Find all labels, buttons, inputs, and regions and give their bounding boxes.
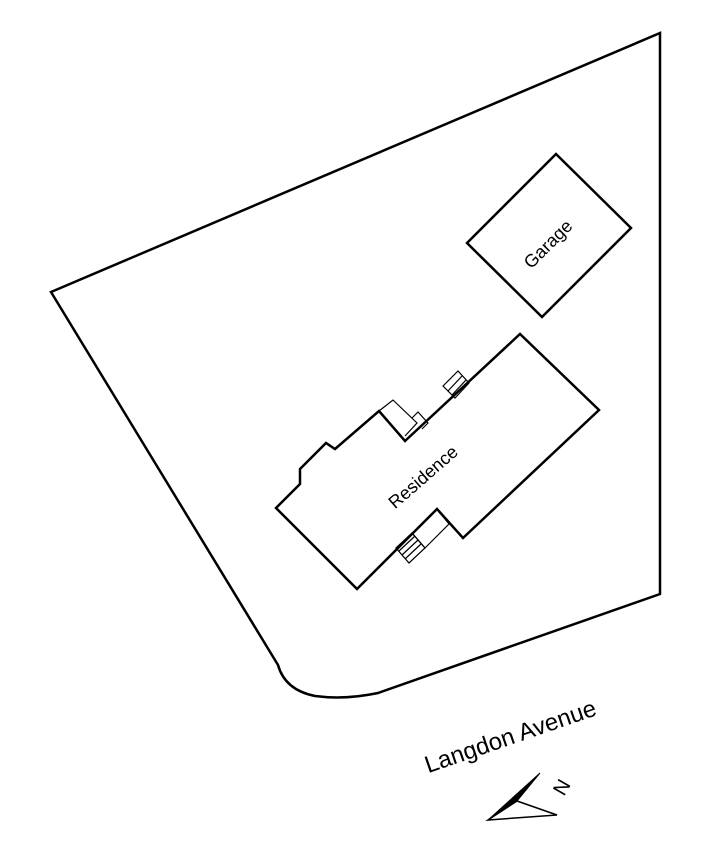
porch-outline <box>378 399 418 437</box>
north-label: N <box>549 776 575 800</box>
property-boundary <box>49 31 662 699</box>
garage-outline <box>465 152 633 319</box>
upper-steps-outline <box>442 370 470 399</box>
residence-building: Residence <box>274 332 601 591</box>
upper-step-line <box>447 375 463 392</box>
north-arrow-icon: N <box>485 772 576 821</box>
garage-building: Garage <box>465 152 633 319</box>
stair-tread <box>401 539 419 556</box>
stairs-icon <box>395 532 426 564</box>
stairs-outline <box>395 532 426 564</box>
upper-steps <box>442 370 470 399</box>
garage-label: Garage <box>520 216 577 273</box>
north-arrow-light-half <box>485 800 558 821</box>
stair-tread <box>404 543 422 560</box>
porch-step <box>411 411 429 430</box>
stair-tread <box>398 535 416 552</box>
residence-label: Residence <box>385 442 462 513</box>
upper-step-line <box>451 379 467 396</box>
street-label: Langdon Avenue <box>421 695 600 779</box>
